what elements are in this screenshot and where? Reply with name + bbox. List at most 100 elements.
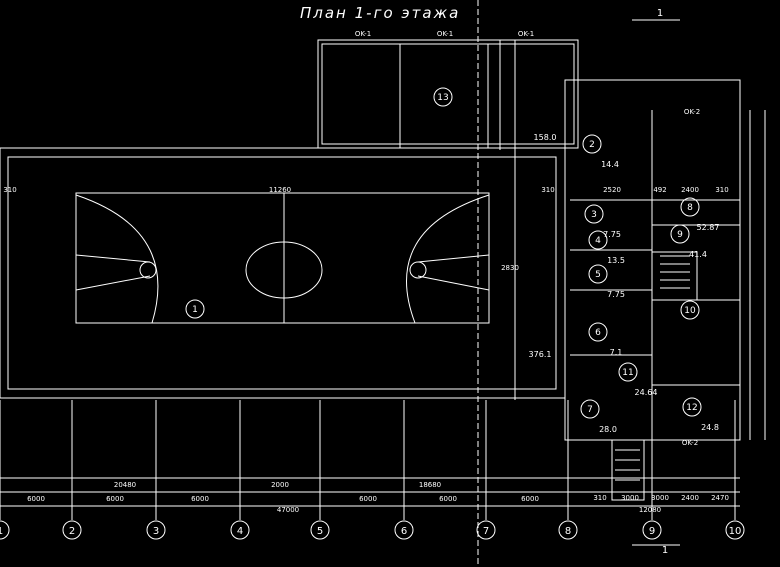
window-label: OK-1 bbox=[437, 30, 453, 38]
dimension-text: 6000 bbox=[439, 495, 457, 503]
dimension-text: 6000 bbox=[521, 495, 539, 503]
window-label: OK-1 bbox=[355, 30, 371, 38]
dimension-text: 11260 bbox=[269, 186, 291, 194]
window-label: OK-2 bbox=[684, 108, 700, 116]
dimension-text: 310 bbox=[541, 186, 554, 194]
room-number: 7 bbox=[587, 405, 593, 415]
dimension-text: 2400 bbox=[681, 186, 699, 194]
three-point-arc-left bbox=[75, 194, 159, 324]
stair-1 bbox=[651, 251, 698, 301]
room-number: 13 bbox=[437, 93, 448, 103]
room-number-marker bbox=[618, 362, 638, 382]
room-number-marker bbox=[588, 322, 608, 342]
three-point-arc-right bbox=[406, 194, 490, 324]
dimension-text: 20480 bbox=[114, 481, 136, 489]
axis-marker bbox=[725, 520, 745, 540]
dimension-text: 47000 bbox=[277, 506, 299, 514]
dimension-text: 3000 bbox=[651, 494, 669, 502]
room-number-marker bbox=[588, 230, 608, 250]
dimension-text: 492 bbox=[653, 186, 666, 194]
room-number-marker bbox=[682, 397, 702, 417]
stair-2 bbox=[611, 439, 645, 501]
axis-marker bbox=[394, 520, 414, 540]
axis-marker bbox=[230, 520, 250, 540]
drawing-title: План 1-го этажа bbox=[300, 4, 461, 22]
left-ring bbox=[139, 261, 157, 279]
room-area: 24.64 bbox=[635, 388, 658, 397]
dimension-text: 2830 bbox=[501, 264, 519, 272]
axis-label: 10 bbox=[729, 526, 742, 537]
room-area: 14.4 bbox=[601, 160, 619, 169]
axis-label: 5 bbox=[317, 526, 323, 537]
room-area: 28.0 bbox=[599, 425, 617, 434]
room-number: 3 bbox=[591, 210, 597, 220]
room-number: 9 bbox=[677, 230, 683, 240]
section-mark: 1 bbox=[662, 545, 668, 556]
dimension-text: 310 bbox=[593, 494, 606, 502]
axis-marker bbox=[642, 520, 662, 540]
hall-inner-wall bbox=[7, 156, 557, 390]
axis-marker bbox=[310, 520, 330, 540]
room-area: 7.1 bbox=[610, 348, 623, 357]
room-number-marker bbox=[185, 299, 205, 319]
dimension-text: 310 bbox=[715, 186, 728, 194]
axis-label: 8 bbox=[565, 526, 571, 537]
axis-label: 6 bbox=[401, 526, 407, 537]
center-circle bbox=[245, 241, 323, 299]
room-number: 12 bbox=[686, 403, 697, 413]
room-area: 41.4 bbox=[689, 250, 707, 259]
room-area: 13.5 bbox=[607, 256, 625, 265]
axis-label: 7 bbox=[483, 526, 489, 537]
dimension-text: 6000 bbox=[106, 495, 124, 503]
room-area: 24.8 bbox=[701, 423, 719, 432]
room-number: 1 bbox=[192, 305, 198, 315]
dimension-text: 12080 bbox=[639, 506, 661, 514]
axis-label: 9 bbox=[649, 526, 655, 537]
window-label: OK-2 bbox=[682, 439, 698, 447]
dimension-text: 18680 bbox=[419, 481, 441, 489]
room-number: 2 bbox=[589, 140, 595, 150]
axis-marker bbox=[62, 520, 82, 540]
dimension-text: 6000 bbox=[359, 495, 377, 503]
axis-label: 2 bbox=[69, 526, 75, 537]
dimension-text: 2470 bbox=[711, 494, 729, 502]
dimension-text: 2400 bbox=[681, 494, 699, 502]
dimension-text: 2000 bbox=[271, 481, 289, 489]
axis-label: 1 bbox=[0, 526, 3, 537]
room-number: 4 bbox=[595, 236, 601, 246]
right-ring bbox=[409, 261, 427, 279]
room-number-marker bbox=[680, 197, 700, 217]
axis-label: 4 bbox=[237, 526, 243, 537]
room-number-marker bbox=[588, 264, 608, 284]
room-area: 7.75 bbox=[607, 290, 625, 299]
room-area: 52.87 bbox=[697, 223, 720, 232]
axis-marker bbox=[0, 520, 10, 540]
basketball-court bbox=[75, 192, 490, 324]
dimension-text: 6000 bbox=[27, 495, 45, 503]
elevation-mark: 376.1 bbox=[529, 350, 552, 359]
section-mark: 1 bbox=[657, 8, 663, 19]
dimension-text: 3000 bbox=[621, 494, 639, 502]
elevation-mark: 158.0 bbox=[534, 133, 557, 142]
dimension-text: 310 bbox=[3, 186, 16, 194]
room-number-marker bbox=[580, 399, 600, 419]
axis-marker bbox=[476, 520, 496, 540]
window-label: OK-1 bbox=[518, 30, 534, 38]
room-number: 8 bbox=[687, 203, 693, 213]
dimension-text: 6000 bbox=[191, 495, 209, 503]
room-area: 7.75 bbox=[603, 230, 621, 239]
axis-marker bbox=[558, 520, 578, 540]
dimension-text: 2520 bbox=[603, 186, 621, 194]
room-number: 11 bbox=[622, 368, 633, 378]
axis-marker bbox=[146, 520, 166, 540]
room-number-marker bbox=[680, 300, 700, 320]
axis-label: 3 bbox=[153, 526, 159, 537]
room-number-marker bbox=[582, 134, 602, 154]
room-number-marker bbox=[433, 87, 453, 107]
room-13-walls bbox=[317, 39, 579, 149]
room-number-marker bbox=[584, 204, 604, 224]
room-number: 6 bbox=[595, 328, 601, 338]
room-number-marker bbox=[670, 224, 690, 244]
room-number: 10 bbox=[684, 306, 696, 316]
